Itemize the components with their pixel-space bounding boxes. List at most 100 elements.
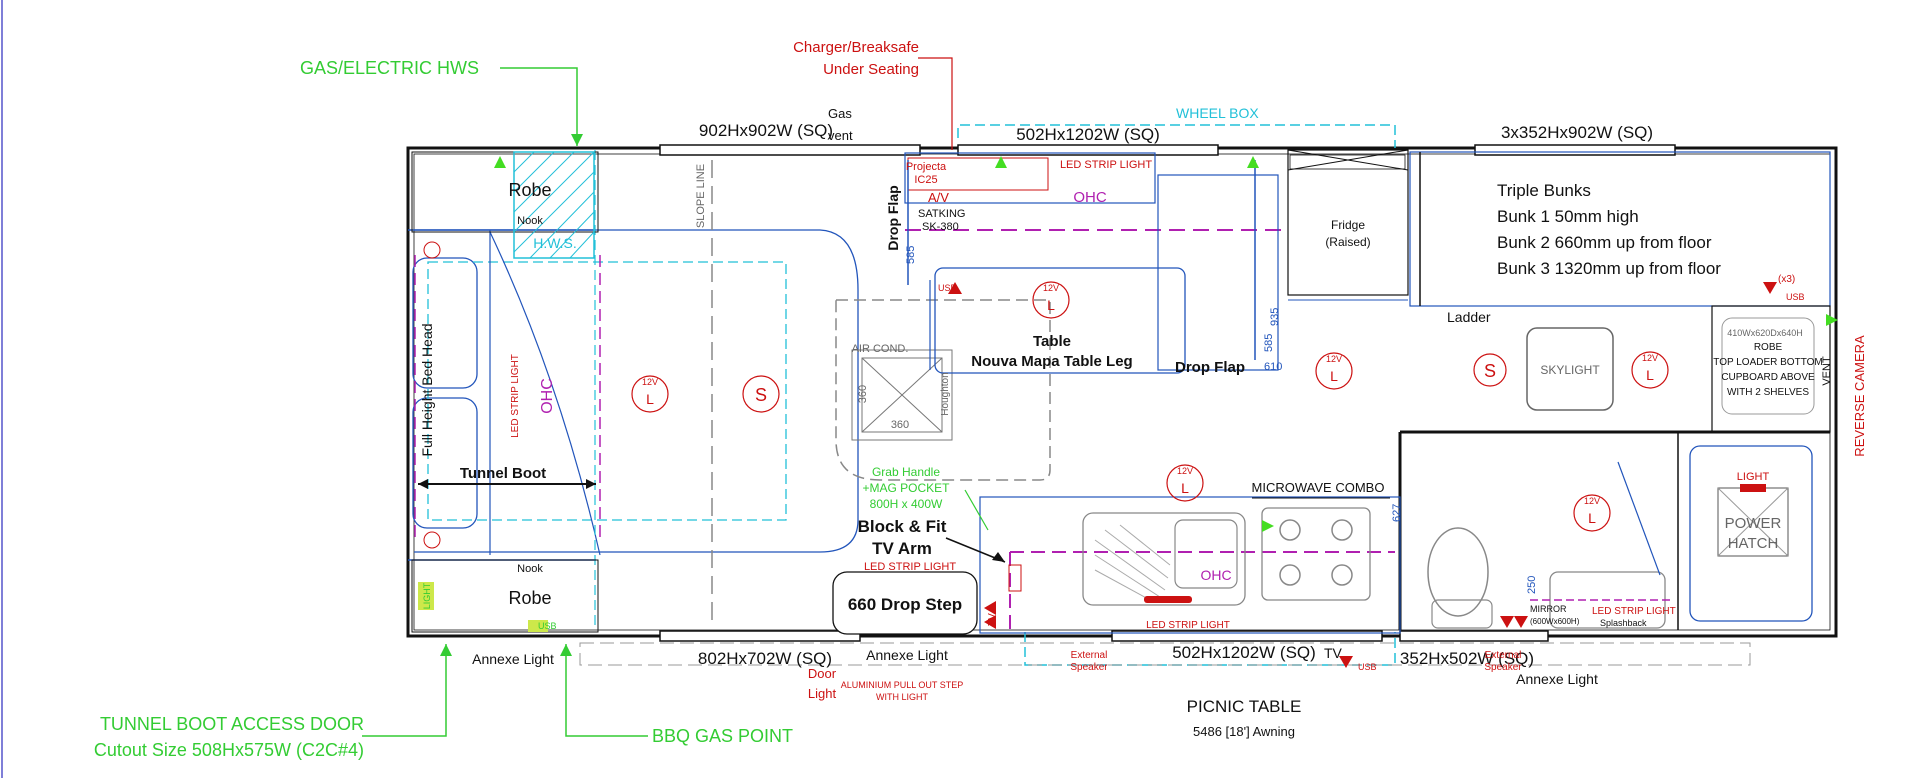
l-3: L	[1330, 368, 1338, 384]
satking-1: SATKING	[918, 208, 965, 220]
usb-1: USB	[938, 283, 957, 293]
robe-right-dim: 410Wx620Dx640H	[1727, 328, 1803, 338]
microwave-label: MICROWAVE COMBO	[1252, 480, 1385, 495]
hws-label: H.W.S.	[533, 235, 577, 251]
callout-bbq-gas: BBQ GAS POINT	[652, 726, 793, 746]
window-label-bottom-3: 352Hx502W (SQ)	[1400, 649, 1534, 668]
window-top-3	[1474, 144, 1676, 156]
block-fit-2: TV Arm	[872, 539, 932, 558]
callout-leaders	[362, 57, 1006, 737]
wheel-box-top	[957, 124, 1396, 148]
twelve-v-6: 12V	[1584, 496, 1600, 506]
splashback-label: Splashback	[1600, 618, 1647, 628]
drop-flap-seat	[1157, 174, 1279, 371]
nook-top-label: Nook	[517, 215, 543, 227]
tunnel-arrow-head-left	[418, 479, 428, 489]
kitchen-bench	[979, 496, 1401, 634]
led-strip-top: LED STRIP LIGHT	[1060, 159, 1152, 171]
light-left-label: LIGHT	[422, 582, 432, 609]
dim-935: 935	[1269, 308, 1281, 326]
annexe-left: Annexe Light	[472, 651, 554, 667]
ext-speaker-1b: Speaker	[1070, 662, 1108, 673]
twelve-v-3: 12V	[1326, 354, 1342, 364]
projecta-1: Projecta	[906, 161, 947, 173]
bunk-2: Bunk 2 660mm up from floor	[1497, 233, 1712, 252]
l-6: L	[1588, 510, 1596, 526]
tv-left-label: TV	[987, 613, 998, 626]
alum-step-2: WITH LIGHT	[876, 692, 928, 702]
block-fit-1: Block & Fit	[858, 517, 947, 536]
air-cond-unit	[851, 349, 953, 441]
window-label-bottom-1: 802Hx702W (SQ)	[698, 649, 832, 668]
reverse-camera-label: REVERSE CAMERA	[1852, 335, 1867, 457]
window-label-top-3: 3x352Hx902W (SQ)	[1501, 123, 1653, 142]
grab-handle-1: Grab Handle	[872, 465, 940, 479]
usb-3: USB	[1358, 662, 1377, 672]
ohc-top: OHC	[1073, 189, 1107, 206]
dim-585-b: 585	[1263, 334, 1275, 352]
windows-top	[659, 144, 1676, 156]
robe-right-4: WITH 2 SHELVES	[1727, 387, 1809, 398]
toilet	[1427, 527, 1489, 617]
bunk-1: Bunk 1 50mm high	[1497, 207, 1639, 226]
light-symbols	[631, 281, 1669, 532]
tv-right-label: TV	[1324, 645, 1343, 661]
robe-bottom-box	[411, 559, 599, 633]
projecta-2: IC25	[914, 174, 937, 186]
window-label-top-1: 902Hx902W (SQ)	[699, 121, 833, 140]
l-2: L	[1047, 297, 1055, 313]
green-markers	[418, 156, 1838, 632]
mirror-2: (600Wx600H)	[1530, 617, 1580, 626]
led-kitchen: LED STRIP LIGHT	[1146, 620, 1230, 631]
bed-head-label: Full Height Bed Head	[419, 323, 435, 456]
ohc-kitchen: OHC	[1200, 567, 1231, 583]
reading-light-bottom	[423, 531, 441, 549]
drop-step	[832, 571, 978, 635]
callout-gas-hws: GAS/ELECTRIC HWS	[300, 58, 479, 78]
mirror-1: MIRROR	[1530, 604, 1567, 614]
hws-hatch	[513, 151, 595, 259]
electrical-markers	[948, 282, 1777, 668]
drop-flap-left: Drop Flap	[885, 185, 901, 250]
bed-head-pad-bottom	[412, 397, 478, 529]
skylight	[1526, 327, 1614, 411]
air-cond-label: AIR COND.	[852, 343, 909, 355]
skylight-label: SKYLIGHT	[1540, 363, 1600, 377]
robe-right-1: ROBE	[1754, 342, 1783, 353]
bunk-3: Bunk 3 1320mm up from floor	[1497, 259, 1721, 278]
drop-flap-mid: Drop Flap	[1175, 359, 1245, 376]
seat-top	[904, 152, 1156, 204]
reading-light-top	[423, 241, 441, 259]
robe-bottom-label: Robe	[508, 588, 551, 608]
window-top-2	[957, 144, 1219, 156]
grab-handle-3: 800H x 400W	[870, 497, 943, 511]
ac-360-a: 360	[857, 385, 869, 403]
light-label-group: 12V L 12V L 12V L 12V L 12V L 12V L S S	[642, 283, 1658, 526]
alum-step-1: ALUMINIUM PULL OUT STEP	[841, 680, 964, 690]
dim-627: 627	[1391, 504, 1403, 522]
gas-vent-1: Gas	[828, 106, 852, 121]
windows-bottom	[659, 630, 1549, 642]
hatch-light-label: LIGHT	[1737, 471, 1770, 483]
drop-step-label: 660 Drop Step	[848, 595, 962, 614]
robe-right-inner	[1721, 317, 1815, 415]
window-top-1	[659, 144, 921, 156]
dim-610: 610	[1264, 361, 1282, 373]
s-1: S	[755, 385, 767, 405]
callout-charger-2: Under Seating	[823, 61, 919, 78]
ext-speaker-2b: Speaker	[1484, 662, 1522, 673]
robe-right-3: CUPBOARD ABOVE	[1721, 372, 1815, 383]
fridge-box	[1287, 149, 1409, 296]
annexe-right: Annexe Light	[1516, 671, 1598, 687]
door-light-2: Light	[808, 686, 837, 701]
dim-585-a: 585	[905, 246, 917, 264]
sink-light	[1144, 596, 1192, 603]
led-strip-left: LED STRIP LIGHT	[510, 354, 521, 438]
cooktop	[1261, 507, 1371, 601]
awning-label: 5486 [18'] Awning	[1193, 724, 1295, 739]
twelve-v-4: 12V	[1642, 353, 1658, 363]
robe-right-2: TOP LOADER BOTTOM	[1713, 357, 1822, 368]
ladder-label: Ladder	[1447, 309, 1491, 325]
hatch-light	[1740, 484, 1766, 492]
